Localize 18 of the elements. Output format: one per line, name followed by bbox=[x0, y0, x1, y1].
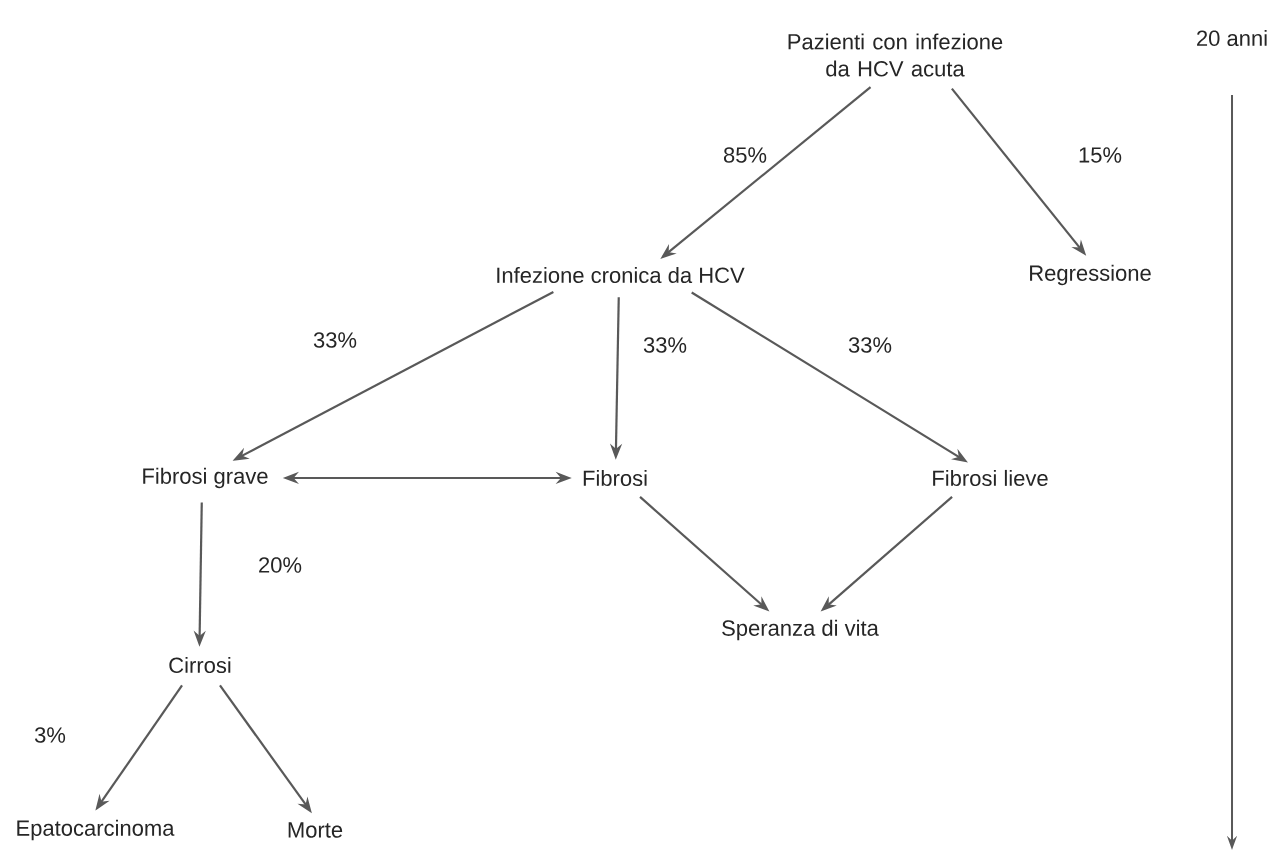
node-label: Fibrosi bbox=[583, 469, 647, 487]
node-label: Epatocarcinoma bbox=[17, 819, 175, 841]
edge-label: 15% bbox=[1077, 146, 1124, 164]
edge-label: 33% bbox=[642, 336, 688, 354]
node-label: Fibrosi lieve bbox=[933, 469, 1048, 487]
node-label: Regressione bbox=[1030, 264, 1151, 286]
edge-label: 33% bbox=[847, 336, 894, 354]
edge-label: 85% bbox=[722, 146, 768, 164]
node-label: Speranza di vita bbox=[722, 619, 879, 641]
edge-label: 20% bbox=[257, 556, 303, 574]
node-label: Morte bbox=[288, 822, 343, 838]
time-label: 20 anni bbox=[1197, 29, 1267, 47]
edge-label: 3% bbox=[33, 726, 67, 744]
node-label: Cirrosi bbox=[169, 656, 231, 674]
node-label: Pazienti con infezione da HCV acuta bbox=[788, 33, 1003, 77]
node-label: Infezione cronica da HCV bbox=[497, 266, 745, 284]
node-label: Fibrosi grave bbox=[143, 467, 268, 489]
edge-label: 33% bbox=[312, 331, 358, 349]
